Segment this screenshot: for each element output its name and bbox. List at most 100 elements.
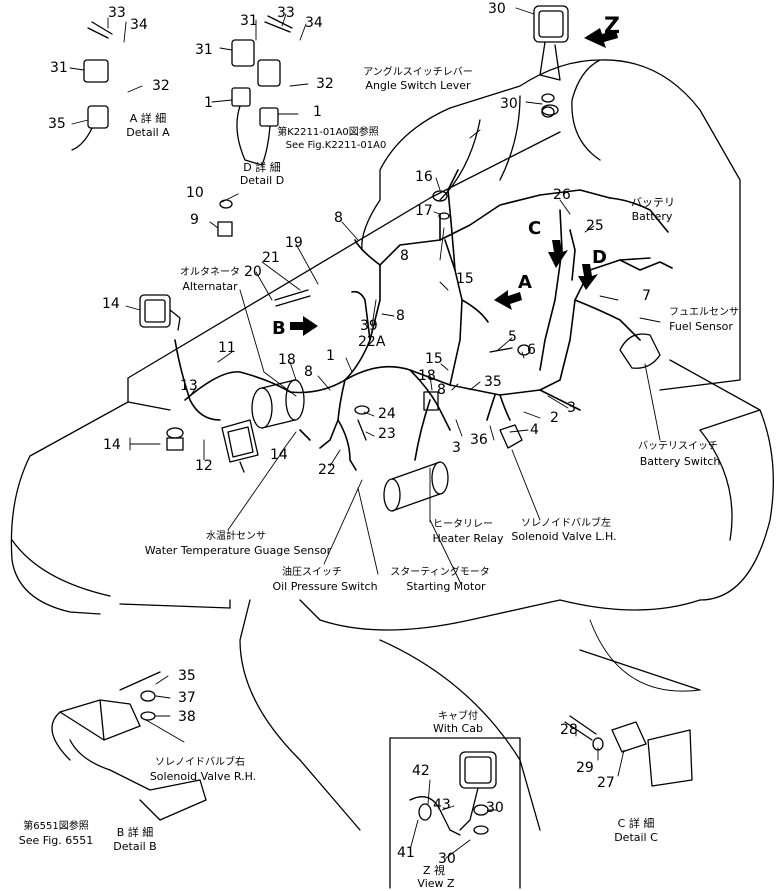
part-number-label: 18 [278,352,296,368]
part-number-label: 41 [397,845,415,861]
detail-b-drawing [51,671,207,821]
part-number-label: 27 [597,775,615,791]
part-number-label: 31 [50,60,68,76]
part-number-label: 6 [527,342,536,358]
part-number-label: 37 [178,690,196,706]
part-number-label: 8 [396,308,405,324]
part-number-label: 15 [425,351,443,367]
work-lamp-front [221,419,259,473]
part-number-label: 17 [415,203,433,219]
alternator-en: Alternatar [182,280,238,293]
part-number-label: 1 [313,104,322,120]
fuel-sensor-en: Fuel Sensor [669,320,733,333]
solenoid-valve-lh-en: Solenoid Valve L.H. [511,530,617,543]
part-number-label: 15 [456,271,474,287]
heater-relay-en: Heater Relay [432,532,504,545]
part-number-label: 43 [433,797,451,813]
part-number-label: 10 [186,185,204,201]
with-cab-en: With Cab [433,722,483,735]
part-number-label: 31 [240,13,258,29]
detail-b-caption-en: Detail B [113,840,157,853]
part-number-label: 18 [418,368,436,384]
see-fig-k-en: See Fig.K2211-01A0 [285,140,387,151]
heater-relay [423,391,439,411]
part-number-label: 14 [103,437,121,453]
part-number-label: 13 [180,378,198,394]
heater-relay-jp: ヒータリレー [433,519,493,530]
with-cab-jp: キャブ付 [438,711,478,722]
solenoid-valve-rh-jp: ソレノイドバルブ右 [155,757,245,768]
angle-switch-lever-jp: アングルスイッチレバー [363,67,473,78]
part-number-label: 30 [486,800,504,816]
part-number-label: 33 [108,5,126,21]
arrows [290,28,618,336]
part-number-label: 35 [178,668,196,684]
battery-switch-jp: バッテリスイッチ [638,441,718,452]
part-number-label: 22 [318,462,336,478]
view-z-frame [389,737,521,889]
part-number-label: 8 [304,364,313,380]
detail-a-caption-jp: A 詳 細 [129,112,167,125]
part-number-label: 23 [378,426,396,442]
view-z-caption-jp: Z 視 [422,864,446,877]
relay-blocks [71,39,281,166]
part-number-label: 19 [285,235,303,251]
leader-lines [69,7,701,859]
alternator-jp: オルタネータ [180,267,240,278]
part-number-label: 22A [358,334,386,350]
washers-nuts [140,93,604,835]
view-letter-label: Z [604,14,620,39]
part-number-label: 12 [195,458,213,474]
detail-c-drawing [611,721,693,787]
part-number-label: 16 [415,169,433,185]
part-number-label: 34 [130,17,148,33]
battery-jp: バッテリ [631,196,675,209]
view-letter-label: B [272,318,286,339]
detail-b-caption-jp: B 詳 細 [116,826,154,839]
part-number-label: 4 [530,422,539,438]
view-letter-label: A [518,272,532,293]
part-number-label: 30 [438,851,456,867]
part-number-label: 8 [334,210,343,226]
part-number-label: 29 [576,760,594,776]
part-number-label: 32 [152,78,170,94]
battery-switch-en: Battery Switch [639,455,721,468]
battery-switch [619,333,661,369]
part-number-label: 2 [550,410,559,426]
angle-switch-lever-en: Angle Switch Lever [365,79,471,92]
part-number-label: 33 [277,5,295,21]
view-z-caption-en: View Z [417,877,455,890]
see-fig-6551-en: See Fig. 6551 [18,834,94,847]
part-number-label: 9 [190,212,199,228]
view-letter-label: D [592,247,607,268]
part-number-label: 30 [488,1,506,17]
part-number-label: 5 [508,329,517,345]
part-number-label: 31 [195,42,213,58]
water-temp-sensor-en: Water Temperature Guage Sensor [144,544,332,557]
see-fig-6551-jp: 第6551図参照 [23,821,89,832]
see-fig-k-jp: 第K2211-01A0図参照 [277,127,379,138]
part-number-label: 3 [567,400,576,416]
cab-lamp-top [533,5,569,116]
part-number-label: 1 [326,348,335,364]
oil-pressure-switch-jp: 油圧スイッチ [282,567,342,578]
battery-en: Battery [631,210,673,223]
solenoid-valve-rh-en: Solenoid Valve R.H. [149,770,257,783]
part-number-label: 30 [500,96,518,112]
oil-pressure-switch-en: Oil Pressure Switch [272,580,378,593]
part-number-label: 35 [484,374,502,390]
part-number-label: 36 [470,432,488,448]
part-number-label: 11 [218,340,236,356]
detail-c-caption-en: Detail C [614,831,658,844]
part-number-label: 28 [560,722,578,738]
part-number-label: 8 [400,248,409,264]
part-number-label: 20 [244,264,262,280]
water-temp-sensor-jp: 水温計センサ [206,531,266,542]
starting-motor [383,461,449,512]
part-number-label: 21 [262,250,280,266]
part-number-label: 8 [437,382,446,398]
part-number-label: 42 [412,763,430,779]
part-number-label: 14 [102,296,120,312]
part-number-label: 14 [270,447,288,463]
